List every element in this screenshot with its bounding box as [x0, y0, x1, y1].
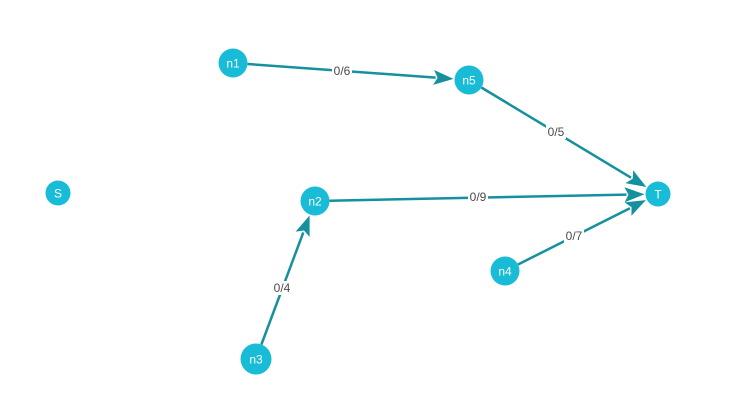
edge-label-background [468, 190, 488, 204]
node-circle[interactable] [454, 65, 484, 95]
edge-label-n1-n5: 0/6 [332, 64, 352, 78]
edge-labels-layer: 0/6 0/5 0/9 0/7 0/4 [272, 64, 584, 295]
arrowhead-n3-n2 [295, 215, 310, 237]
nodes-layer: Sn1 n2 n3 n4 n5T [45, 48, 671, 375]
node-label: T [654, 188, 662, 202]
edge-label-text: 0/9 [470, 190, 487, 204]
edge-label-background [546, 125, 566, 139]
edge-label-background [332, 64, 352, 78]
edge-label-background [564, 229, 584, 243]
node-label: n2 [308, 195, 322, 209]
arrowhead-n4-T [624, 200, 646, 216]
node-circle[interactable] [240, 343, 272, 375]
node-T[interactable]: T [645, 181, 671, 207]
edge-label-text: 0/4 [274, 281, 291, 295]
arrowhead-n5-T [625, 170, 647, 187]
node-S[interactable]: S [45, 180, 71, 206]
node-n4[interactable]: n4 [490, 256, 520, 286]
node-n2[interactable]: n2 [300, 186, 330, 216]
node-label: n3 [249, 353, 263, 367]
node-circle[interactable] [45, 180, 71, 206]
edge-label-n3-n2: 0/4 [272, 281, 292, 295]
node-circle[interactable] [300, 186, 330, 216]
node-n1[interactable]: n1 [218, 48, 248, 78]
node-label: n5 [462, 74, 476, 88]
node-label: n4 [498, 265, 512, 279]
node-label: n1 [226, 57, 240, 71]
arrowhead-n2-T [624, 187, 645, 203]
node-n3[interactable]: n3 [240, 343, 272, 375]
edge-label-n4-T: 0/7 [564, 229, 584, 243]
node-circle[interactable] [490, 256, 520, 286]
edge-label-text: 0/7 [566, 229, 583, 243]
edge-label-n5-T: 0/5 [546, 125, 566, 139]
edge-label-n2-T: 0/9 [468, 190, 488, 204]
node-circle[interactable] [218, 48, 248, 78]
node-n5[interactable]: n5 [454, 65, 484, 95]
edge-label-text: 0/5 [548, 125, 565, 139]
node-circle[interactable] [645, 181, 671, 207]
arrowhead-n1-n5 [433, 70, 454, 85]
edge-label-text: 0/6 [334, 64, 351, 78]
node-label: S [54, 187, 62, 201]
edge-label-background [272, 281, 292, 295]
